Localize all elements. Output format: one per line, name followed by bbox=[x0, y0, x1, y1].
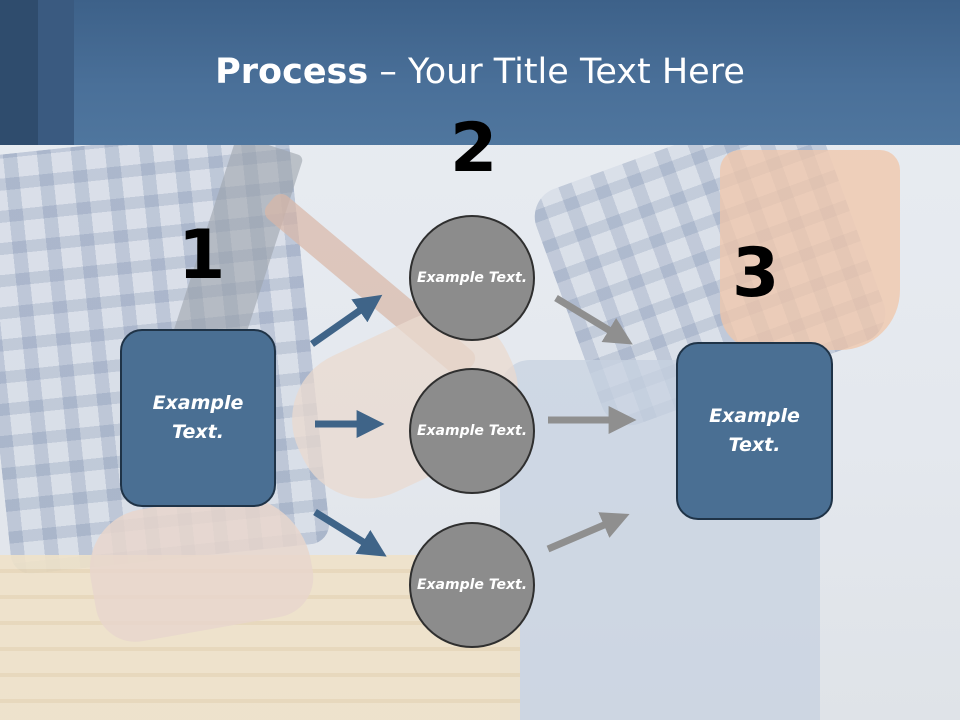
header-accent-mid bbox=[38, 0, 74, 145]
step-2-circle-bottom[interactable]: Example Text. bbox=[409, 522, 535, 648]
header-accent-dark bbox=[0, 0, 38, 145]
slide-title-rest: – Your Title Text Here bbox=[368, 52, 745, 92]
slide-title-bold: Process bbox=[215, 52, 369, 92]
step-3-box[interactable]: Example Text. bbox=[676, 342, 833, 520]
step-number-3: 3 bbox=[732, 234, 780, 313]
arrow-to-top-circle bbox=[309, 294, 383, 347]
step-2-circle-top[interactable]: Example Text. bbox=[409, 215, 535, 341]
title-bar: Process – Your Title Text Here bbox=[0, 0, 960, 145]
arrow-to-bottom-circle bbox=[313, 509, 387, 557]
step-2-circle-middle[interactable]: Example Text. bbox=[409, 368, 535, 494]
toolbelt-shape bbox=[720, 150, 900, 350]
arrow-from-bottom-circle bbox=[546, 512, 630, 553]
step-1-box[interactable]: Example Text. bbox=[120, 329, 276, 507]
arrow-from-top-circle bbox=[554, 295, 633, 345]
step-number-2: 2 bbox=[450, 109, 498, 188]
slide-title[interactable]: Process – Your Title Text Here bbox=[0, 52, 960, 92]
step-number-1: 1 bbox=[178, 216, 226, 295]
